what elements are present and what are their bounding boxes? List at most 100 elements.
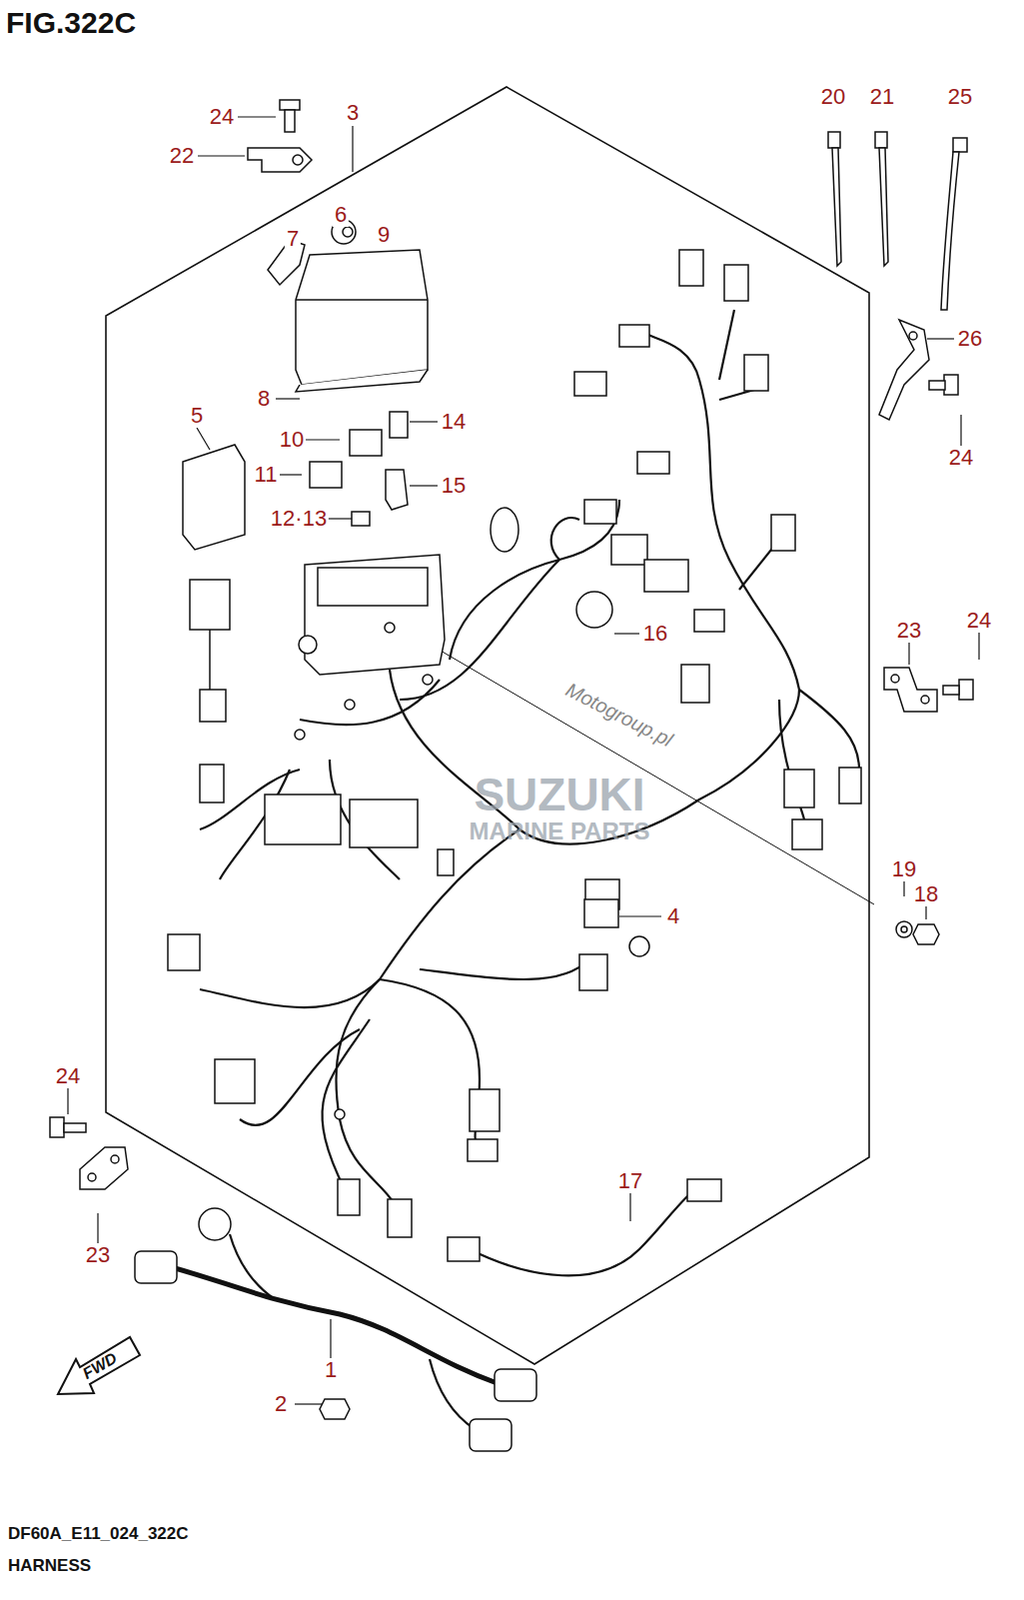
sub-harness [198, 1207, 231, 1240]
callout-number: 1 [322, 1357, 339, 1382]
connector [576, 591, 613, 628]
watermark: SUZUKI [473, 771, 645, 818]
sub-harness [447, 1236, 480, 1261]
callout-number: 26 [956, 326, 985, 351]
cable-tie [953, 137, 968, 152]
sub-harness [494, 1368, 537, 1401]
connector [199, 764, 224, 803]
bracket [79, 1146, 128, 1189]
sub-harness [134, 1178, 722, 1451]
relay-fuse [351, 511, 370, 526]
leader-line [279, 473, 302, 475]
washer-nut [913, 924, 940, 945]
fuse-box [317, 567, 428, 606]
bracket [87, 1172, 96, 1181]
connector [784, 769, 815, 808]
callout-number: 16 [641, 621, 670, 646]
connector [167, 249, 862, 1237]
callout-number: 24 [207, 104, 236, 129]
callout-number: 19 [890, 857, 919, 882]
connector [839, 767, 862, 804]
connector [337, 1178, 360, 1215]
connector [644, 559, 689, 592]
connector [771, 514, 796, 551]
leader-line [305, 438, 340, 440]
leader-line [614, 632, 640, 634]
forward-arrow [57, 1336, 140, 1394]
relay-holder [208, 629, 211, 690]
cable-tie [941, 151, 960, 310]
leader-line [67, 116, 980, 1404]
relay-holder [199, 689, 226, 722]
callout-number: 11 [252, 462, 280, 487]
callout-number: 24 [947, 445, 976, 470]
fuse-box [384, 622, 395, 633]
fuse-box-cover [267, 219, 428, 392]
callout-number: 12·13 [268, 506, 329, 531]
sub-harness [469, 1193, 690, 1275]
bolt [929, 380, 946, 390]
wire-harness [379, 979, 480, 1149]
leader-line [351, 125, 353, 172]
wire-harness [719, 309, 735, 380]
leader-line [196, 427, 210, 450]
leader-line [903, 881, 905, 897]
connector [422, 674, 433, 685]
forward-arrow [57, 1336, 140, 1394]
wire-harness [199, 309, 860, 1204]
cable-tie [832, 147, 842, 266]
connector [579, 954, 608, 991]
bolt [49, 1116, 64, 1137]
caption-text: DF60A_E11_024_322C [7, 1523, 189, 1544]
wire-harness [399, 559, 560, 700]
connector [349, 799, 418, 848]
outline-frame [105, 86, 870, 1364]
leader-line [927, 337, 955, 339]
wire-harness [299, 679, 440, 725]
outline-frame [105, 86, 870, 1364]
sub-harness [687, 1178, 722, 1201]
sub-harness [134, 1250, 177, 1283]
leader-line [908, 642, 910, 665]
callout-number: 9 [375, 222, 392, 247]
washer-nut [901, 926, 908, 933]
wire-harness [419, 959, 590, 980]
fuse-box [304, 554, 445, 675]
caption-text: HARNESS [7, 1555, 91, 1576]
washer-nut [584, 899, 619, 928]
washer-nut [584, 899, 940, 957]
callout-number: 17 [616, 1168, 645, 1193]
connector [584, 499, 617, 524]
leader-line [960, 414, 962, 446]
leader-line [66, 1087, 68, 1114]
callout-number: 21 [868, 84, 897, 109]
wire-harness [699, 379, 800, 690]
leader-line [925, 906, 927, 920]
fuse-box-cover [295, 298, 428, 301]
leader-line [96, 1212, 98, 1243]
figure-title: FIG.322C [5, 5, 136, 40]
connector [744, 354, 769, 391]
callout-number: 3 [344, 100, 361, 125]
connector [469, 1088, 500, 1131]
bracket [879, 319, 930, 420]
bolt [959, 679, 974, 700]
connector [724, 264, 749, 301]
connector [437, 849, 454, 876]
callout-number: 24 [53, 1063, 82, 1088]
leader-line [294, 1402, 325, 1404]
leader-line [329, 1318, 331, 1358]
wire-harness [335, 979, 395, 1204]
bolt [63, 1122, 86, 1132]
leader-line [629, 1192, 631, 1221]
connector [679, 249, 704, 286]
cable-tie [879, 147, 889, 266]
cable-tie [828, 131, 841, 148]
callout-number: 8 [255, 386, 272, 411]
connector [264, 794, 341, 845]
relay-holder [189, 579, 230, 630]
connector [490, 507, 519, 552]
fuse-box-cover [295, 369, 428, 392]
leader-line [237, 115, 276, 117]
wire-harness [389, 669, 800, 844]
